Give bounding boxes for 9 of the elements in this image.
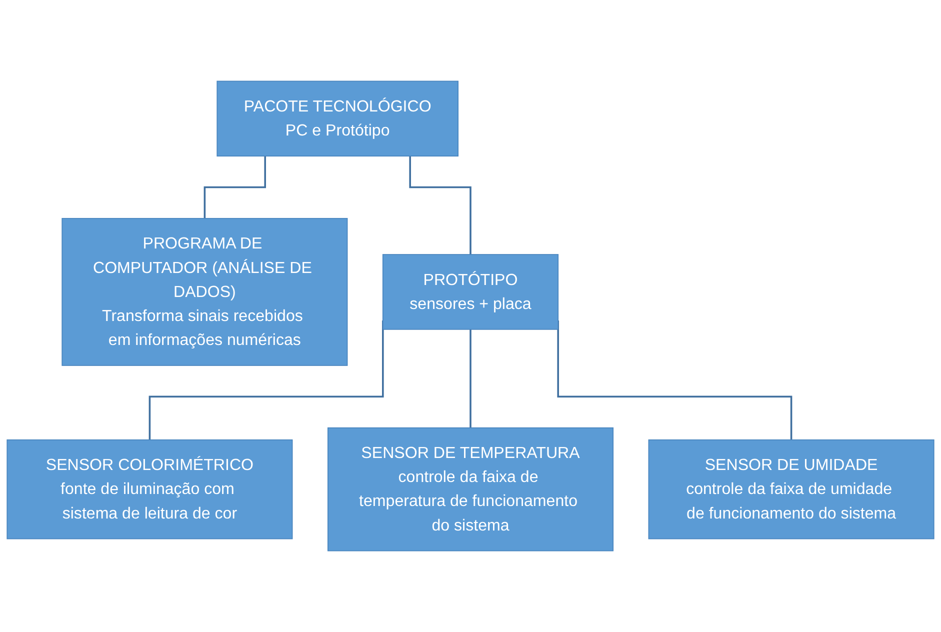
node-box: SENSOR COLORIMÉTRICO fonte de iluminação com sistema de leitura de cor <box>6 439 293 540</box>
node-box: PROGRAMA DE COMPUTADOR (ANÁLISE DE DADOS) Transforma sinais recebidos em informações numéricas <box>62 218 348 366</box>
connector <box>409 156 472 256</box>
node-box: PACOTE TECNOLÓGICO PC e Protótipo <box>216 80 458 156</box>
node-box: SENSOR DE TEMPERATURA controle da faixa de temperatura de funcionamento do sistema <box>327 427 614 552</box>
connector <box>470 329 472 429</box>
node-box: PROTÓTIPO sensores + placa <box>382 254 559 330</box>
connector <box>204 156 266 220</box>
node-box: SENSOR DE UMIDADE controle da faixa de umidade de funcionamento do sistema <box>648 439 934 540</box>
